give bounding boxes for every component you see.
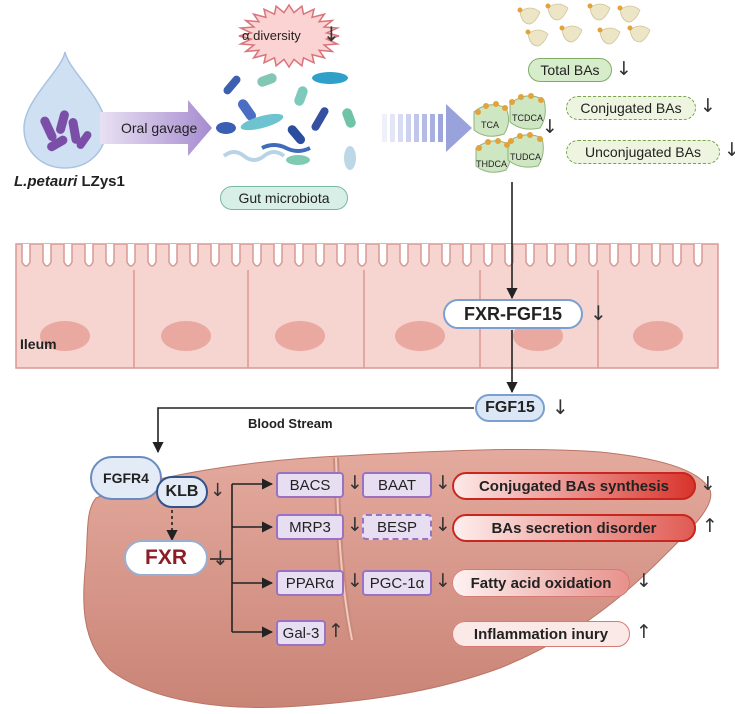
mrp3-box: MRP3: [276, 514, 344, 540]
fxr-liver-arrow: ↓: [212, 546, 229, 570]
villus: [105, 244, 115, 267]
villus: [189, 244, 199, 267]
besp-box: BESP: [362, 514, 432, 540]
outcome-fatty-acid-oxidation-arrow: ↓: [636, 570, 652, 592]
villus: [462, 244, 472, 267]
fgf15-arrow: ↓: [552, 395, 569, 419]
gal3-box: Gal-3: [276, 620, 326, 646]
villus: [84, 244, 94, 267]
conjugated-bas-arrow: ↓: [700, 95, 716, 117]
klb-arrow: ↓: [210, 480, 226, 501]
alpha-diversity-label: α diversity: [242, 29, 301, 42]
strain-name: L.petauri: [14, 173, 78, 190]
villus: [357, 244, 367, 267]
villus: [420, 244, 430, 267]
total-bas-arrow: ↓: [616, 58, 632, 80]
villus: [525, 244, 535, 267]
ileum-label: Ileum: [20, 336, 57, 352]
alpha-diversity-text: α diversity: [242, 28, 301, 43]
gut-microbiota-label: Gut microbiota: [220, 186, 348, 210]
villus: [504, 244, 514, 267]
ppara-arrow: ↓: [347, 570, 363, 592]
villus: [21, 244, 31, 267]
villus: [336, 244, 346, 267]
bile-acid-species-cluster-icon: [473, 93, 546, 173]
probiotic-droplet-icon: [23, 51, 107, 169]
bile-acid-transfer-arrow: [382, 104, 472, 152]
conjugated-bas-label: Conjugated BAs: [566, 96, 696, 120]
villus: [252, 244, 262, 267]
bacs-arrow: ↓: [347, 472, 363, 494]
outcome-fatty-acid-oxidation: Fatty acid oxidation: [452, 569, 630, 597]
villus: [273, 244, 283, 267]
blood-stream-label: Blood Stream: [248, 416, 333, 431]
villus: [126, 244, 136, 267]
ba-species-tca: TCA: [481, 120, 499, 130]
villus: [672, 244, 682, 267]
villus: [441, 244, 451, 267]
pgc1a-arrow: ↓: [435, 570, 451, 592]
villus: [147, 244, 157, 267]
fgfr4-receptor: FGFR4: [90, 456, 162, 500]
ba-species-tudca: TUDCA: [510, 152, 541, 162]
total-bas-label: Total BAs: [528, 58, 612, 82]
klb-receptor: KLB: [156, 476, 208, 508]
villus: [567, 244, 577, 267]
outcome-3-bg: [452, 569, 630, 597]
villus: [315, 244, 325, 267]
fxr-fgf15-arrow: ↓: [590, 301, 607, 325]
outcome-secretion-disorder-arrow: ↑: [702, 515, 718, 537]
villus: [609, 244, 619, 267]
mrp3-arrow: ↓: [347, 514, 363, 536]
gal3-arrow: ↑: [328, 620, 344, 642]
villus: [63, 244, 73, 267]
outcome-conjugated-synthesis: Conjugated BAs synthesis: [452, 472, 696, 500]
villus: [294, 244, 304, 267]
outcome-1-bg: [452, 472, 696, 500]
pgc1a-box: PGC-1α: [362, 570, 432, 596]
outcome-inflammation-injury-arrow: ↑: [636, 621, 652, 643]
oral-gavage-arrow: [100, 100, 212, 156]
alpha-diversity-burst-icon: [237, 3, 341, 69]
signal-arrows: [152, 182, 518, 638]
outcome-4-bg: [452, 621, 630, 647]
fxr-fgf15-box: FXR-FGF15: [443, 299, 583, 329]
oral-gavage-label: Oral gavage: [121, 120, 198, 136]
outcome-inflammation-injury: Inflammation inury: [452, 621, 630, 647]
villus: [588, 244, 598, 267]
strain-label: L.petauri LZys1: [14, 174, 125, 189]
baat-arrow: ↓: [435, 472, 451, 494]
baat-box: BAAT: [362, 472, 432, 498]
ppara-box: PPARα: [276, 570, 344, 596]
strain-id: LZys1: [77, 173, 125, 190]
outcome-secretion-disorder: BAs secretion disorder: [452, 514, 696, 542]
villus: [210, 244, 220, 267]
villus: [693, 244, 703, 267]
ileum-epithelium: [15, 243, 719, 369]
villus: [483, 244, 493, 267]
unconjugated-bas-label: Unconjugated BAs: [566, 140, 720, 164]
fxr-liver-box: FXR: [124, 540, 208, 576]
total-bile-acids-icon: [519, 3, 651, 47]
ba-species-thdca: THDCA: [476, 159, 507, 169]
villus: [168, 244, 178, 267]
ba-species-tcdca: TCDCA: [512, 113, 543, 123]
villus: [399, 244, 409, 267]
villus: [378, 244, 388, 267]
unconjugated-bas-arrow: ↓: [724, 139, 735, 161]
bacs-box: BACS: [276, 472, 344, 498]
villus: [651, 244, 661, 267]
outcome-2-bg: [452, 514, 696, 542]
bile-acid-cluster-arrow: ↓: [542, 116, 558, 138]
alpha-diversity-arrow: ↓: [323, 22, 340, 46]
gut-microbiota-cluster-icon: [216, 72, 356, 170]
fgf15-box: FGF15: [475, 394, 545, 422]
outcome-conjugated-synthesis-arrow: ↓: [700, 473, 716, 495]
villus: [630, 244, 640, 267]
villus: [546, 244, 556, 267]
villus: [42, 244, 52, 267]
besp-arrow: ↓: [435, 514, 451, 536]
villus: [231, 244, 241, 267]
